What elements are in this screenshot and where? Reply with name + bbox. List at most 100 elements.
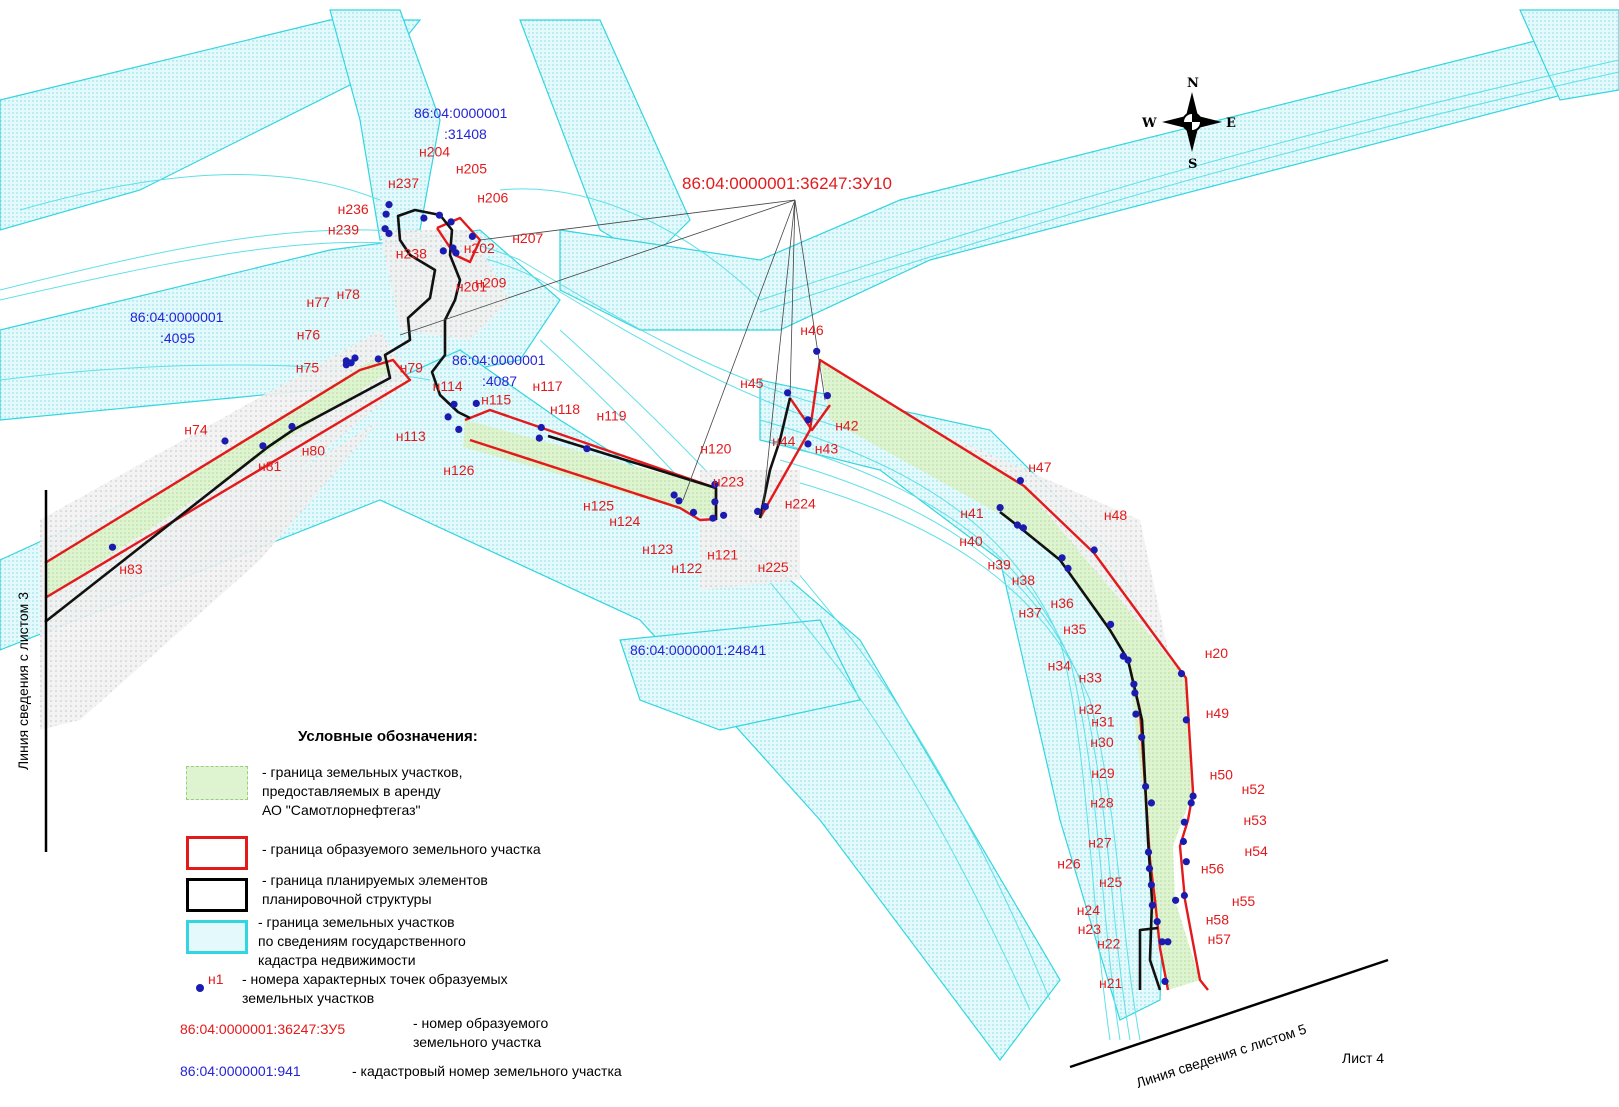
- point-label: н25: [1099, 874, 1123, 890]
- boundary-point: [374, 355, 382, 363]
- point-label: н223: [713, 473, 744, 489]
- boundary-point: [1013, 521, 1022, 529]
- point-label: н77: [307, 294, 331, 310]
- boundary-point: [761, 503, 769, 511]
- point-label: н48: [1104, 507, 1128, 523]
- cadastral-number-labels: 86:04:0000001:31408 86:04:0000001:4095 86:…: [130, 105, 766, 658]
- point-label: н224: [785, 496, 816, 512]
- boundary-point: [1180, 891, 1188, 900]
- boundary-point: [1016, 477, 1024, 485]
- point-label: н40: [959, 533, 983, 549]
- legend-text-planned: - граница планируемых элементов планиров…: [262, 872, 488, 907]
- boundary-point: [1138, 733, 1146, 741]
- point-label: н78: [337, 286, 361, 302]
- point-label: н236: [338, 201, 369, 217]
- boundary-point: [1131, 689, 1139, 697]
- legend-parcel-text: - номер образуемого земельного участка: [413, 1015, 549, 1050]
- boundary-point: [381, 225, 389, 233]
- boundary-point: [1132, 710, 1140, 718]
- boundary-point: [537, 423, 545, 432]
- boundary-point: [347, 359, 355, 367]
- point-label: н38: [1012, 572, 1036, 588]
- boundary-point: [288, 422, 296, 431]
- boundary-point: [1164, 938, 1172, 946]
- point-label: н24: [1077, 902, 1101, 918]
- point-label: н26: [1057, 856, 1081, 872]
- boundary-point: [439, 247, 447, 255]
- point-label: н238: [396, 246, 427, 262]
- boundary-point: [455, 425, 463, 433]
- boundary-point: [1019, 524, 1027, 532]
- legend-swatch-formed: [186, 836, 248, 870]
- point-label: н205: [456, 161, 487, 177]
- lease-parcels: [45, 354, 1200, 990]
- boundary-point: [1058, 554, 1066, 562]
- boundary-points: [108, 201, 1197, 986]
- point-label: н207: [512, 230, 543, 246]
- point-label: н209: [475, 275, 506, 291]
- legend-swatch-lease: [186, 766, 248, 800]
- boundary-point: [1158, 938, 1166, 946]
- point-label: н125: [583, 498, 614, 514]
- boundary-point: [444, 413, 452, 421]
- point-label: н29: [1091, 765, 1115, 781]
- legend-point-icon: [196, 984, 204, 992]
- point-label: н56: [1201, 860, 1225, 876]
- point-label: н42: [835, 417, 859, 433]
- boundary-point: [1189, 792, 1197, 800]
- boundary-point: [1172, 896, 1180, 904]
- point-label: н44: [772, 433, 796, 449]
- boundary-point: [1145, 864, 1154, 873]
- point-label: н123: [642, 541, 673, 557]
- cadastral-label: 86:04:0000001:31408: [414, 105, 508, 142]
- compass-e: E: [1226, 116, 1236, 131]
- point-label: н52: [1242, 781, 1266, 797]
- point-label: н81: [258, 458, 282, 474]
- compass-n: N: [1187, 76, 1199, 91]
- boundary-point: [382, 210, 390, 218]
- point-label: н43: [815, 441, 839, 457]
- legend-cad-sample: 86:04:0000001:941: [180, 1063, 301, 1079]
- point-label: н118: [550, 401, 580, 417]
- point-label: н206: [477, 190, 508, 206]
- boundary-point: [351, 354, 359, 362]
- boundary-point: [670, 491, 678, 499]
- point-label: н53: [1244, 812, 1268, 828]
- point-label: н33: [1079, 669, 1103, 685]
- point-label: н28: [1090, 795, 1114, 811]
- legend-point-sample: н1: [208, 971, 224, 987]
- point-label: н239: [328, 222, 359, 238]
- point-label: н76: [297, 327, 321, 343]
- cadastral-label: 86:04:0000001:4087: [452, 352, 546, 389]
- point-label: н58: [1206, 912, 1230, 928]
- legend-text-lease: - граница земельных участков, предоставл…: [262, 764, 463, 818]
- boundary-point: [450, 400, 458, 408]
- cadastral-label: 86:04:0000001:24841: [630, 642, 766, 658]
- point-label: н39: [988, 556, 1012, 572]
- join-line-left-label: Линия сведения с листом 3: [15, 592, 31, 770]
- boundary-point: [447, 218, 455, 226]
- point-label: н202: [464, 240, 495, 256]
- point-label: н54: [1245, 843, 1269, 859]
- point-label: н23: [1078, 921, 1102, 937]
- point-label: н47: [1028, 459, 1052, 475]
- point-label: н122: [671, 560, 702, 576]
- cadastral-label: 86:04:0000001:4095: [130, 309, 224, 346]
- point-label: н75: [296, 360, 320, 376]
- boundary-point: [804, 440, 812, 448]
- point-label: н49: [1206, 705, 1230, 721]
- point-label: н114: [433, 378, 463, 394]
- boundary-point: [385, 201, 393, 209]
- boundary-point: [385, 229, 393, 238]
- boundary-point: [1107, 620, 1115, 629]
- boundary-point: [711, 480, 719, 488]
- boundary-point: [754, 507, 762, 515]
- point-label: н27: [1088, 834, 1112, 850]
- boundary-point: [1148, 901, 1156, 909]
- legend-swatch-planned: [186, 878, 248, 912]
- point-label: н119: [597, 408, 627, 424]
- boundary-point: [583, 445, 591, 453]
- boundary-point: [259, 442, 267, 450]
- point-label: н120: [700, 441, 731, 457]
